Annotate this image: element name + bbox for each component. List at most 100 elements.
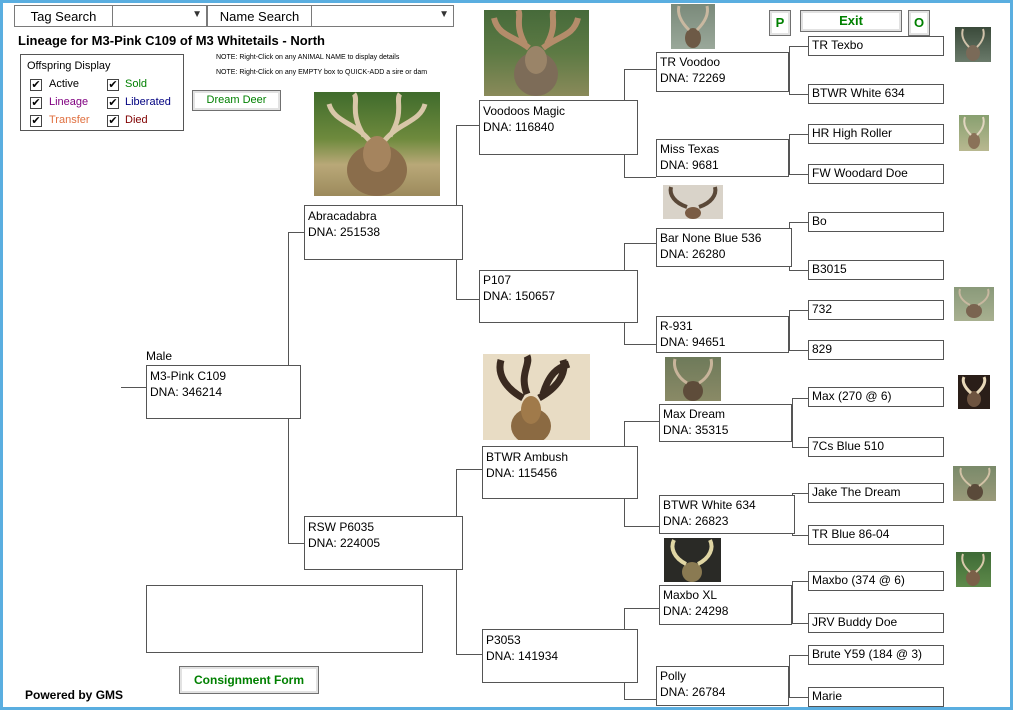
animal-name[interactable]: Miss Texas (660, 142, 720, 156)
gggp-box-14[interactable]: JRV Buddy Doe (808, 613, 944, 633)
chevron-down-icon[interactable]: ▼ (192, 9, 202, 20)
gggp-box-2[interactable]: BTWR White 634 (808, 84, 944, 104)
empty-notes-box[interactable] (146, 585, 423, 653)
connector-line (792, 581, 808, 582)
deer-photo-btwr-ambush[interactable] (483, 354, 590, 440)
deer-photo-tr-texbo[interactable] (955, 27, 991, 62)
animal-dna: DNA: 26280 (660, 247, 726, 261)
animal-name[interactable]: Polly (660, 669, 687, 683)
animal-name[interactable]: Max Dream (663, 407, 726, 421)
chevron-down-icon[interactable]: ▼ (439, 9, 449, 20)
connector-line (789, 94, 808, 95)
gggp-box-11[interactable]: Jake The Dream (808, 483, 944, 503)
page-title: Lineage for M3-Pink C109 of M3 Whitetail… (18, 33, 325, 48)
connector-line (789, 310, 790, 350)
grandsire-maternal-box[interactable]: BTWR Ambush DNA: 115456 (482, 446, 638, 499)
gggp-box-10[interactable]: 7Cs Blue 510 (808, 437, 944, 457)
deer-photo-voodoos-magic[interactable] (484, 10, 589, 96)
gggp-box-4[interactable]: FW Woodard Doe (808, 164, 944, 184)
gggp-box-13[interactable]: Maxbo (374 @ 6) (808, 571, 944, 591)
grandsire-paternal-box[interactable]: Voodoos Magic DNA: 116840 (479, 100, 638, 155)
deer-photo-bar-none-blue-536[interactable] (663, 185, 723, 219)
deer-photo-max-dream[interactable] (665, 357, 721, 401)
deer-photo-jake-the-dream[interactable] (953, 466, 996, 501)
deer-photo-maxbo-374[interactable] (956, 552, 991, 587)
gggp-box-3[interactable]: HR High Roller (808, 124, 944, 144)
animal-name[interactable]: Voodoos Magic (483, 104, 566, 118)
tag-search-combo[interactable]: ▼ (112, 5, 207, 27)
ggp-box-8[interactable]: Polly DNA: 26784 (656, 666, 789, 706)
deer-photo-maxbo-xl[interactable] (664, 538, 721, 582)
connector-line (624, 608, 625, 629)
p-button[interactable]: P (769, 10, 791, 36)
lineage-checkbox[interactable]: ✔ (30, 97, 42, 109)
animal-name[interactable]: BTWR White 634 (663, 498, 756, 512)
died-checkbox[interactable]: ✔ (107, 115, 119, 127)
granddam-maternal-box[interactable]: P3053 DNA: 141934 (482, 629, 638, 683)
sire-box[interactable]: Abracadabra DNA: 251538 (304, 205, 463, 260)
gggp-box-6[interactable]: B3015 (808, 260, 944, 280)
gggp-box-8[interactable]: 829 (808, 340, 944, 360)
exit-button[interactable]: Exit (800, 10, 902, 32)
transfer-checkbox[interactable]: ✔ (30, 115, 42, 127)
animal-name[interactable]: R-931 (660, 319, 693, 333)
ggp-box-2[interactable]: Miss Texas DNA: 9681 (656, 139, 789, 177)
animal-name[interactable]: Abracadabra (308, 209, 377, 223)
animal-name[interactable]: P107 (483, 273, 512, 287)
gggp-box-16[interactable]: Marie (808, 687, 944, 707)
ggp-box-4[interactable]: R-931 DNA: 94651 (656, 316, 789, 353)
connector-line (624, 421, 625, 446)
offspring-display-panel: Offspring Display ✔ Active ✔ Sold ✔ Line… (20, 54, 184, 131)
lineage-label: Lineage (49, 96, 89, 108)
subject-sex: Male (146, 349, 173, 363)
connector-line (456, 469, 482, 470)
ggp-box-3[interactable]: Bar None Blue 536 DNA: 26280 (656, 228, 792, 267)
connector-line (288, 232, 289, 365)
connector-line (624, 699, 656, 700)
subject-animal-box[interactable]: M3-Pink C109 DNA: 346214 (146, 365, 301, 419)
note-empty-box: NOTE: Right-Click on any EMPTY box to QU… (216, 69, 428, 76)
animal-name[interactable]: BTWR Ambush (486, 450, 569, 464)
animal-name[interactable]: P3053 (486, 633, 521, 647)
ggp-box-5[interactable]: Max Dream DNA: 35315 (659, 404, 792, 442)
gggp-box-15[interactable]: Brute Y59 (184 @ 3) (808, 645, 944, 665)
connector-line (789, 46, 790, 94)
connector-line (624, 344, 656, 345)
animal-name[interactable]: TR Voodoo (660, 55, 721, 69)
ggp-box-6[interactable]: BTWR White 634 DNA: 26823 (659, 495, 795, 534)
deer-photo-hr-high-roller[interactable] (959, 115, 989, 151)
connector-line (624, 177, 656, 178)
animal-name[interactable]: Maxbo XL (663, 588, 718, 602)
consignment-form-button[interactable]: Consignment Form (179, 666, 319, 694)
animal-dna: DNA: 26784 (660, 685, 726, 699)
deer-photo-tr-voodoo[interactable] (671, 4, 715, 49)
deer-photo-max-270[interactable] (958, 375, 990, 409)
connector-line (624, 323, 625, 344)
gggp-box-12[interactable]: TR Blue 86-04 (808, 525, 944, 545)
gggp-box-9[interactable]: Max (270 @ 6) (808, 387, 944, 407)
animal-dna: DNA: 150657 (483, 289, 556, 303)
granddam-paternal-box[interactable]: P107 DNA: 150657 (479, 270, 638, 323)
gggp-box-7[interactable]: 732 (808, 300, 944, 320)
liberated-checkbox[interactable]: ✔ (107, 97, 119, 109)
connector-line (288, 543, 304, 544)
animal-dna: DNA: 24298 (663, 604, 729, 618)
animal-name[interactable]: Bar None Blue 536 (660, 231, 762, 245)
ggp-box-1[interactable]: TR Voodoo DNA: 72269 (656, 52, 789, 92)
animal-name[interactable]: M3-Pink C109 (150, 369, 227, 383)
dam-box[interactable]: RSW P6035 DNA: 224005 (304, 516, 463, 570)
deer-photo-abracadabra[interactable] (314, 92, 440, 196)
ggp-box-7[interactable]: Maxbo XL DNA: 24298 (659, 585, 792, 625)
connector-line (792, 398, 793, 447)
sold-checkbox[interactable]: ✔ (107, 79, 119, 91)
gggp-box-1[interactable]: TR Texbo (808, 36, 944, 56)
o-button[interactable]: O (908, 10, 930, 36)
active-checkbox[interactable]: ✔ (30, 79, 42, 91)
animal-name[interactable]: RSW P6035 (308, 520, 375, 534)
deer-photo-732[interactable] (954, 287, 994, 321)
connector-line (789, 655, 790, 697)
connector-line (789, 46, 808, 47)
gggp-box-5[interactable]: Bo (808, 212, 944, 232)
dream-deer-button[interactable]: Dream Deer (192, 90, 281, 111)
name-search-combo[interactable]: ▼ (311, 5, 454, 27)
